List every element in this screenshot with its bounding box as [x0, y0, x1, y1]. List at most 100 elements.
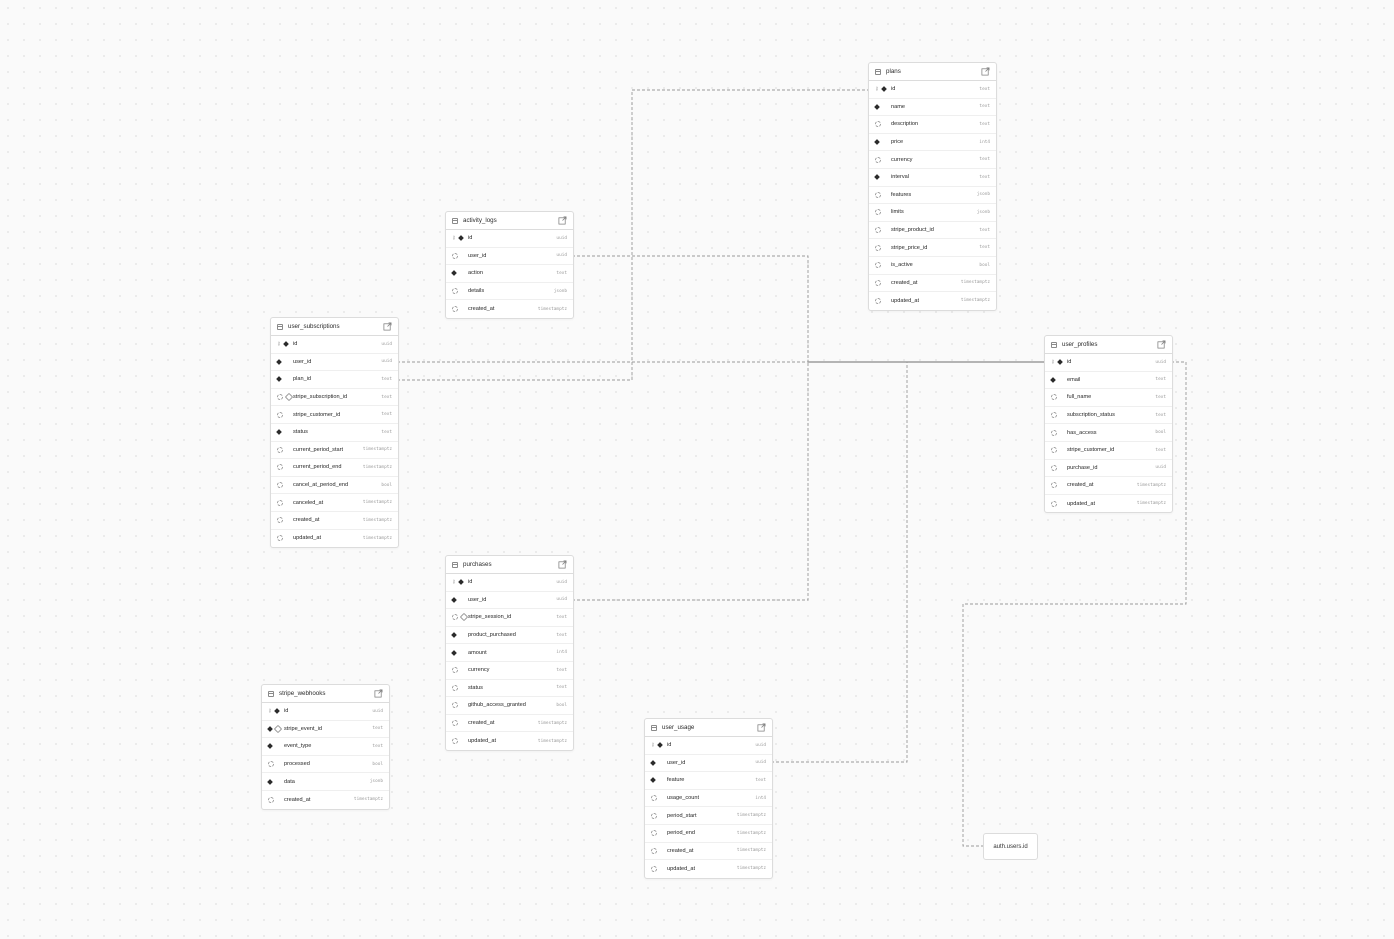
auth-users-id-label: auth.users.id	[993, 843, 1028, 850]
open-table-icon[interactable]	[374, 689, 383, 698]
auth-users-id-node[interactable]: auth.users.id	[983, 833, 1038, 860]
column-name: period_end	[667, 830, 695, 837]
column-type: timestamptz	[736, 866, 766, 872]
nullable-icon	[277, 411, 283, 418]
column-icons	[277, 535, 293, 542]
column-icons	[276, 359, 293, 365]
column-icons	[452, 738, 468, 745]
table-icon	[277, 323, 283, 330]
column-type: uuid	[381, 359, 392, 365]
open-table-icon[interactable]	[757, 723, 766, 732]
column-icons	[452, 306, 468, 313]
open-table-icon[interactable]	[383, 322, 392, 331]
open-table-icon[interactable]	[1157, 340, 1166, 349]
open-table-icon[interactable]	[981, 67, 990, 76]
column-name: stripe_subscription_id	[293, 394, 348, 401]
table-name: user_usage	[662, 724, 695, 731]
nullable-icon	[277, 499, 283, 506]
column-name: usage_count	[667, 795, 700, 802]
column-name: currency	[891, 156, 913, 163]
column-type: bool	[979, 262, 990, 268]
column-name: subscription_status	[1067, 412, 1115, 419]
column-name: has_access	[1067, 429, 1097, 436]
table-name: stripe_webhooks	[279, 690, 326, 697]
unique-icon	[273, 724, 283, 734]
column-type: text	[381, 394, 392, 400]
open-table-icon[interactable]	[558, 216, 567, 225]
table-icon	[452, 217, 458, 224]
open-table-icon[interactable]	[558, 560, 567, 569]
column-row[interactable]: stripe_subscription_id text	[271, 389, 398, 407]
